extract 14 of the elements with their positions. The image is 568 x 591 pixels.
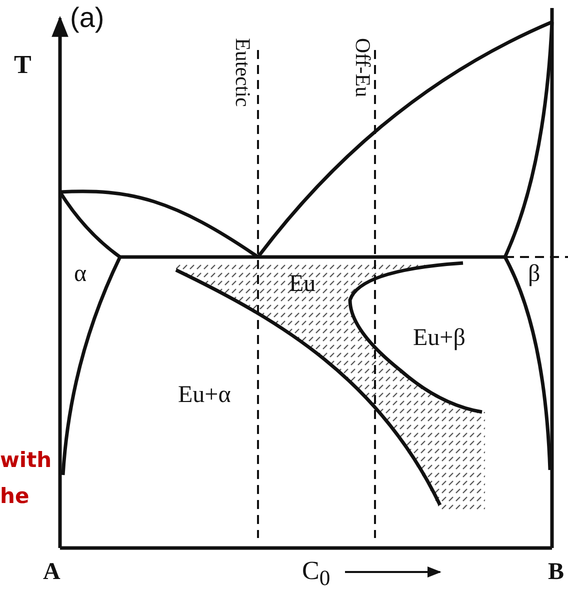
- line-label: Off-Eu: [352, 38, 373, 98]
- axis-end-label: A: [43, 560, 60, 584]
- axis-end-label: B: [548, 560, 564, 584]
- phase-label: β: [528, 262, 540, 286]
- panel-label: (a): [70, 4, 104, 32]
- axis-title: C$_{0}$: [302, 558, 330, 590]
- line-label: Eutectic: [232, 38, 253, 107]
- phase-label: α: [74, 262, 87, 286]
- axis-title: T: [14, 52, 32, 78]
- text-fragment: he: [0, 486, 30, 507]
- text-fragment: with: [0, 450, 52, 471]
- phase-label: Eu+β: [413, 326, 466, 350]
- phase-label: Eu+α: [178, 383, 231, 407]
- phase-label: Eu: [289, 272, 316, 296]
